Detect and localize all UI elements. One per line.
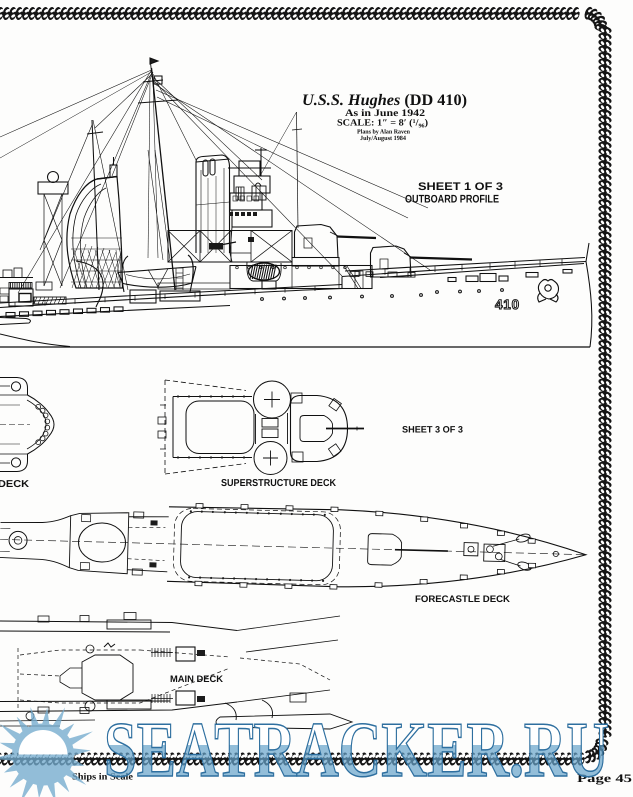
svg-text:Plans by Alan Raven: Plans by Alan Raven — [357, 129, 410, 136]
svg-text:As in June 1942: As in June 1942 — [345, 108, 425, 119]
svg-text:Ships in Scale: Ships in Scale — [72, 773, 133, 783]
svg-text:OUTBOARD PROFILE: OUTBOARD PROFILE — [405, 194, 499, 206]
svg-text:U.S.S. Hughes (DD 410): U.S.S. Hughes (DD 410) — [302, 92, 467, 109]
svg-text:MAIN DECK: MAIN DECK — [170, 674, 223, 685]
svg-text:410: 410 — [495, 297, 520, 312]
svg-text:FORECASTLE DECK: FORECASTLE DECK — [415, 594, 510, 605]
svg-text:SHEET 1 OF 3: SHEET 1 OF 3 — [418, 181, 503, 193]
svg-text:DECK: DECK — [0, 479, 30, 490]
svg-text:SUPERSTRUCTURE DECK: SUPERSTRUCTURE DECK — [221, 478, 337, 489]
svg-text:Page 45: Page 45 — [577, 773, 632, 785]
svg-text:July/August 1984: July/August 1984 — [360, 135, 407, 142]
svg-text:SCALE: 1″ = 8′ (¹/₉₆): SCALE: 1″ = 8′ (¹/₉₆) — [337, 119, 428, 129]
svg-text:SHEET 3 OF 3: SHEET 3 OF 3 — [402, 425, 463, 435]
svg-text:SEATRACKER.RU: SEATRACKER.RU — [104, 707, 609, 794]
